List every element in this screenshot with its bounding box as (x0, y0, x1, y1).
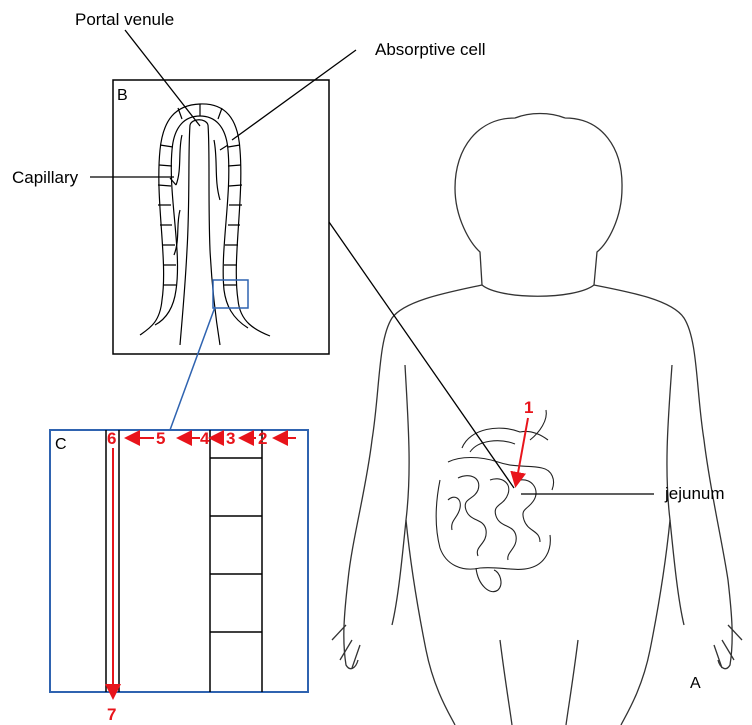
panel-c-frame (50, 430, 308, 692)
label-portal-venule: Portal venule (75, 10, 174, 29)
panel-b-inset-box (213, 280, 248, 308)
panel-b-label: B (117, 87, 128, 104)
step-3: 3 (226, 429, 235, 448)
step-5: 5 (156, 429, 165, 448)
inset-connector-line (170, 307, 215, 430)
intestines (436, 410, 553, 592)
step-numbers: 1 2 3 4 5 6 7 (107, 398, 533, 724)
step-6: 6 (107, 429, 116, 448)
step-2: 2 (258, 429, 267, 448)
panel-a-label: A (690, 675, 701, 692)
body-outline (332, 114, 742, 725)
step-7: 7 (107, 705, 116, 724)
step-1: 1 (524, 398, 533, 417)
villus (140, 104, 270, 345)
label-absorptive-cell: Absorptive cell (375, 40, 486, 59)
panel-b-frame (113, 80, 329, 354)
arrow-step-1 (516, 418, 528, 484)
leader-lines (90, 30, 654, 494)
step-arrows (113, 418, 528, 696)
label-jejunum: jejunum (664, 484, 725, 503)
label-capillary: Capillary (12, 168, 79, 187)
step-4: 4 (200, 429, 210, 448)
panel-c-label: C (55, 436, 67, 453)
panel-c-cells (106, 430, 262, 692)
